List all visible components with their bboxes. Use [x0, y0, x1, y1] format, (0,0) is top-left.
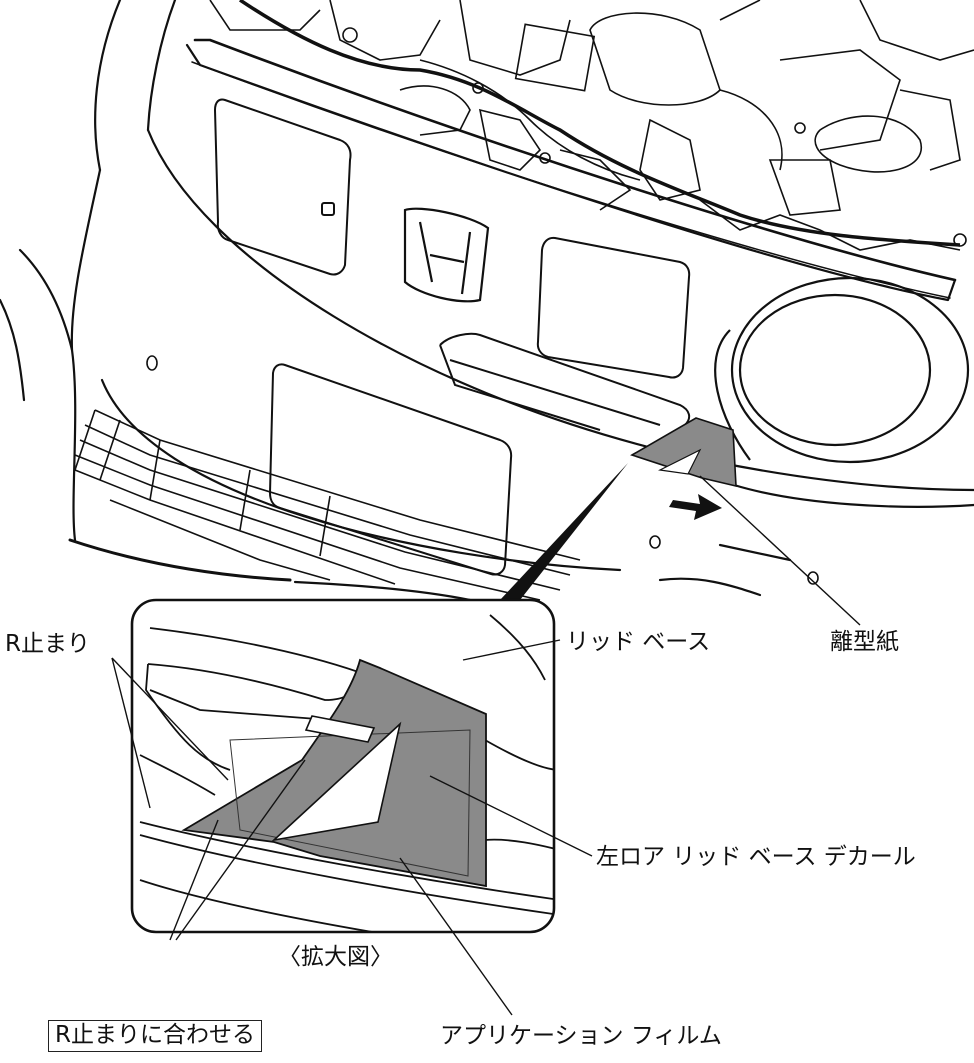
- decal-label: 左ロア リッド ベース デカール: [596, 844, 916, 870]
- lower-grille: [74, 409, 581, 601]
- emblem: [403, 207, 490, 303]
- application-film-label: アプリケーション フィルム: [440, 1023, 722, 1049]
- release-paper-label: 離型紙: [830, 629, 899, 655]
- decal-overview: [630, 417, 737, 488]
- peel-direction-arrow: [669, 494, 722, 520]
- enlarged-view-caption: 〈拡大図〉: [278, 944, 393, 970]
- vehicle-body: [0, 0, 974, 602]
- harness-line: [239, 0, 961, 247]
- detail-pointer: [500, 463, 628, 600]
- callout-lines: [111, 475, 861, 1016]
- mount-holes: [146, 355, 819, 585]
- upper-grille: [213, 98, 691, 379]
- lid-base-label: リッド ベース: [566, 629, 711, 655]
- license-plate-area: [268, 363, 513, 576]
- headlight: [714, 276, 970, 464]
- lid-base-slot: [439, 332, 691, 431]
- engine-bay: [209, 0, 974, 251]
- r-stop-label: R止まり: [5, 631, 90, 657]
- detail-view: [130, 598, 556, 934]
- align-r-stop-label: R止まりに合わせる: [48, 1020, 262, 1052]
